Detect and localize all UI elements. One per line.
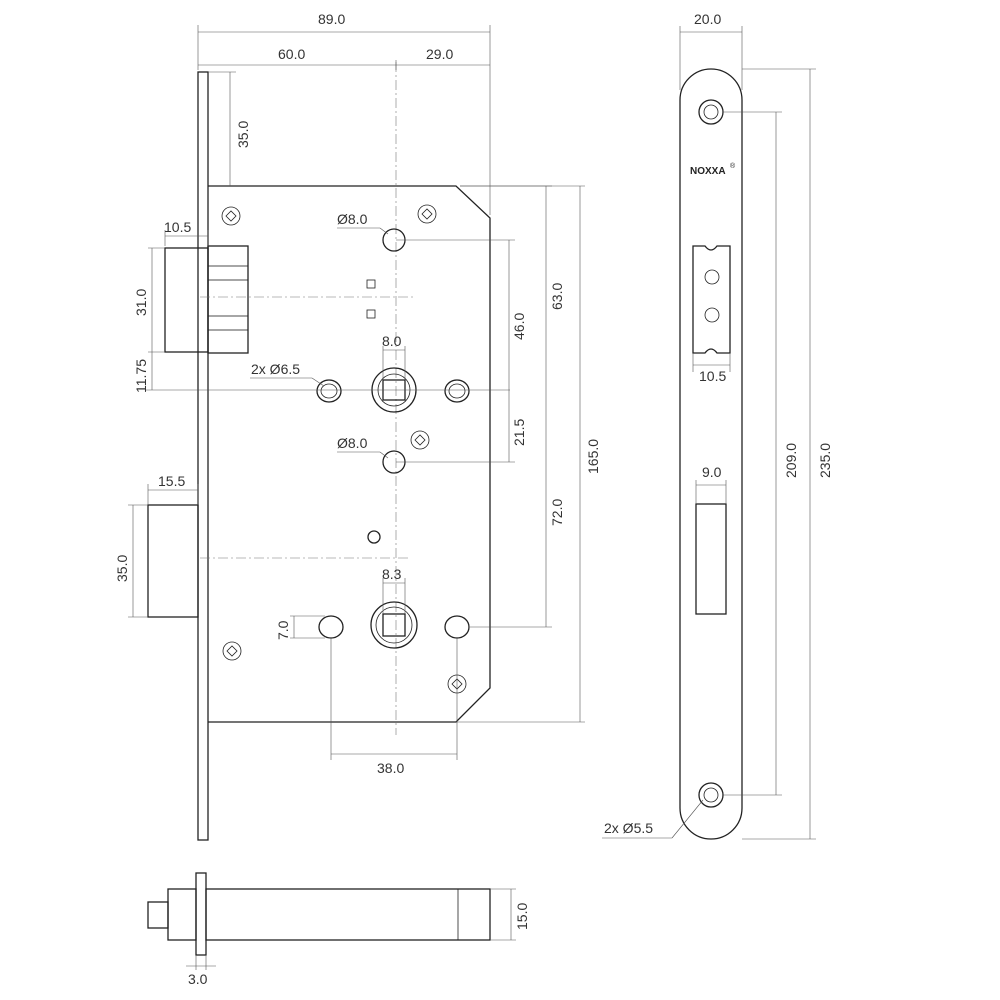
label-dist-165: 165.0 — [585, 439, 601, 474]
faceplate-view: NOXXA ® 20.0 10.5 9.0 209.0 235.0 2x Ø5.… — [602, 11, 833, 840]
label-slot-7: 7.0 — [275, 620, 291, 640]
faceplate-bolt-opening — [695, 503, 727, 615]
follower-bottom — [370, 601, 418, 649]
label-dist-46: 46.0 — [511, 313, 527, 340]
side-view: 15.0 3.0 — [147, 872, 530, 987]
label-square-top: 8.0 — [382, 333, 402, 349]
forend-plate — [197, 71, 209, 841]
lock-case — [208, 185, 491, 723]
brand-registered-mark: ® — [730, 162, 736, 170]
label-dist-21: 21.5 — [511, 419, 527, 446]
dead-bolt — [147, 504, 199, 618]
label-face-screw: 2x Ø5.5 — [604, 820, 653, 836]
latch-bolt — [164, 245, 249, 354]
label-square-bottom: 8.3 — [382, 566, 402, 582]
slots-bottom — [318, 615, 470, 639]
label-latch-width: 10.5 — [164, 219, 191, 235]
indicator-square-1 — [366, 279, 376, 289]
side-latch — [167, 888, 197, 941]
label-latch-offset: 11.75 — [133, 359, 149, 393]
label-side-3: 3.0 — [188, 971, 208, 987]
faceplate-outline — [679, 68, 743, 840]
label-hole-top: Ø8.0 — [337, 211, 368, 227]
holes-6-5 — [316, 379, 470, 403]
label-face-209: 209.0 — [783, 443, 799, 478]
label-dist-63: 63.0 — [549, 283, 565, 310]
label-hole-mid: Ø8.0 — [337, 435, 368, 451]
faceplate-latch-opening — [692, 245, 731, 354]
label-top-offset: 35.0 — [235, 121, 251, 148]
screw-middle — [410, 430, 430, 450]
brand-logo: NOXXA — [690, 166, 726, 177]
side-forend — [195, 872, 207, 956]
screw-top-left — [221, 206, 241, 226]
label-spindle-hole: 2x Ø6.5 — [251, 361, 300, 377]
front-view: 89.0 60.0 29.0 35.0 10.5 31.0 11.75 2x Ø… — [114, 11, 601, 841]
screw-bottom-left — [222, 641, 242, 661]
side-body — [205, 888, 491, 941]
label-width-front: 29.0 — [426, 46, 453, 62]
label-latch-height: 31.0 — [133, 289, 149, 316]
label-face-bolt: 9.0 — [702, 464, 722, 480]
label-bolt-height: 35.0 — [114, 555, 130, 582]
label-side-15: 15.0 — [514, 903, 530, 930]
indicator-square-2 — [366, 309, 376, 319]
label-face-width: 20.0 — [694, 11, 721, 27]
label-face-latch: 10.5 — [699, 368, 726, 384]
label-width-total: 89.0 — [318, 11, 345, 27]
screw-top-right — [417, 204, 437, 224]
label-bolt-width: 15.5 — [158, 473, 185, 489]
faceplate-screw-bottom — [698, 782, 724, 808]
label-dist-72: 72.0 — [549, 499, 565, 526]
label-dist-38: 38.0 — [377, 760, 404, 776]
small-hole — [367, 530, 381, 544]
label-width-backset: 60.0 — [278, 46, 305, 62]
label-face-235: 235.0 — [817, 443, 833, 478]
faceplate-screw-top — [698, 99, 724, 125]
